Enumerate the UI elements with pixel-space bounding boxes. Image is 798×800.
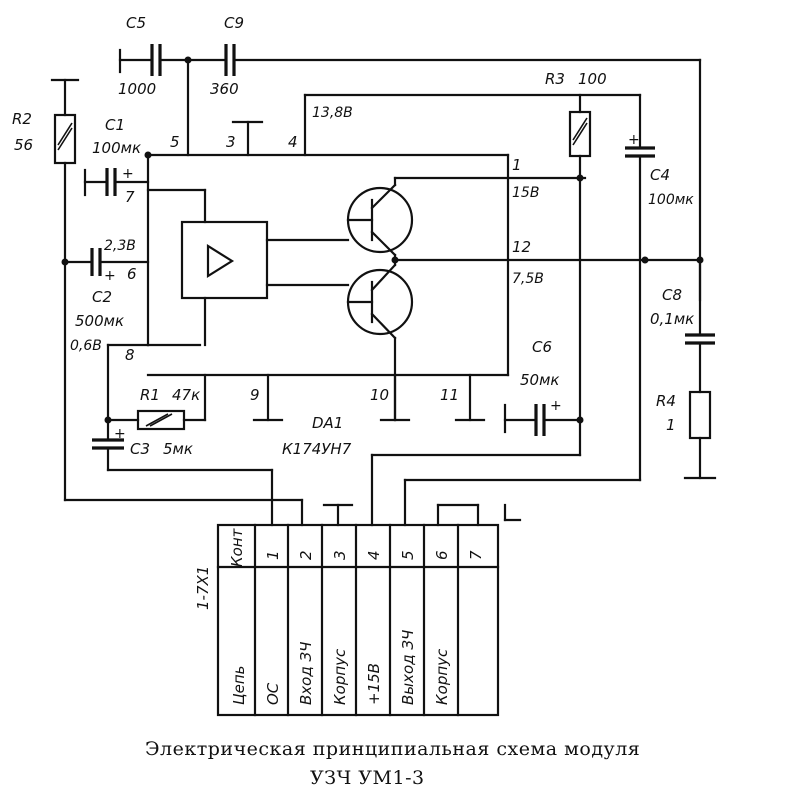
c9-capacitor (224, 44, 702, 76)
table-header-contact: Конт (228, 527, 246, 567)
caption-line2: УЗЧ УМ1-3 (310, 767, 425, 789)
op-amp-block (146, 188, 350, 347)
c2-value: 500мк (75, 312, 124, 330)
voltage-pin4: 13,8В (312, 105, 353, 121)
c3-capacitor (92, 418, 274, 527)
c1-capacitor (83, 168, 150, 197)
da1-name: DA1 (312, 414, 343, 432)
pin-3: 3 (226, 133, 236, 151)
c5-name: C5 (126, 14, 146, 32)
c3-name: C3 (130, 440, 150, 458)
polarity-plus: + (122, 166, 134, 182)
contact-7: 7 (467, 550, 485, 560)
pin-6: 6 (127, 265, 137, 283)
contact-5: 5 (399, 550, 417, 560)
caption-line1: Электрическая принципиальная схема модул… (145, 738, 640, 760)
voltage-pin12: 7,5В (512, 271, 544, 287)
r4-resistor (683, 390, 717, 480)
contact-3: 3 (331, 550, 349, 560)
c4-capacitor (625, 93, 655, 482)
r1-value: 47к (172, 386, 200, 404)
circuit-1: ОС (264, 682, 282, 705)
contact-6: 6 (433, 550, 451, 560)
pin-1: 1 (512, 156, 522, 174)
r2-name: R2 (12, 110, 32, 128)
pin-8: 8 (125, 346, 135, 364)
c4-value: 100мк (648, 192, 694, 208)
pin-7: 7 (125, 188, 135, 206)
c8-capacitor (685, 258, 715, 394)
connector-table (216, 523, 500, 717)
c6-capacitor (503, 403, 582, 436)
circuit-5: Выход ЗЧ (399, 630, 417, 705)
r3-value: 100 (578, 70, 607, 88)
c1-name: C1 (105, 116, 125, 134)
r3-resistor (568, 93, 592, 457)
contact-1: 1 (264, 550, 282, 560)
polarity-plus: + (550, 398, 562, 414)
r4-name: R4 (656, 392, 676, 410)
contact-4: 4 (365, 550, 383, 560)
polarity-plus: + (104, 268, 116, 284)
c2-capacitor (63, 248, 150, 276)
r1-resistor (106, 373, 207, 431)
da1-type: К174УН7 (282, 440, 352, 458)
pin-9: 9 (250, 386, 260, 404)
r2-value: 56 (14, 136, 33, 154)
circuit-4: +15В (365, 663, 383, 705)
c9-name: C9 (224, 14, 244, 32)
pin-10: 10 (370, 386, 389, 404)
contact-2: 2 (297, 550, 315, 560)
pin-12: 12 (512, 238, 531, 256)
r4-value: 1 (666, 416, 676, 434)
da1-ic (144, 151, 510, 377)
circuit-3: Корпус (331, 648, 349, 705)
pin-11: 11 (440, 386, 459, 404)
polarity-plus: + (628, 132, 640, 148)
voltage-pin1: 15В (512, 185, 539, 201)
c2-name: C2 (92, 288, 112, 306)
c5-value: 1000 (118, 80, 156, 98)
circuit-2: Вход ЗЧ (297, 642, 315, 705)
upper-transistor (346, 176, 587, 257)
voltage-pin6: 2,3В (104, 238, 136, 254)
connector-label: 1-7X1 (194, 566, 212, 610)
c8-name: C8 (662, 286, 682, 304)
c5-capacitor (118, 44, 228, 76)
c9-value: 360 (210, 80, 239, 98)
c3-value: 5мк (163, 440, 193, 458)
c6-name: C6 (532, 338, 552, 356)
c8-value: 0,1мк (650, 310, 694, 328)
circuit-6: Корпус (433, 648, 451, 705)
c1-value: 100мк (92, 139, 141, 157)
pin-5: 5 (170, 133, 180, 151)
table-header-circuit: Цепь (230, 665, 248, 705)
r3-name: R3 (545, 70, 565, 88)
c4-name: C4 (650, 166, 670, 184)
c6-value: 50мк (520, 371, 559, 389)
r2-resistor (53, 113, 77, 165)
pin-4: 4 (288, 133, 298, 151)
r1-name: R1 (140, 386, 160, 404)
polarity-plus: + (114, 426, 126, 442)
voltage-pin8: 0,6В (70, 338, 102, 354)
